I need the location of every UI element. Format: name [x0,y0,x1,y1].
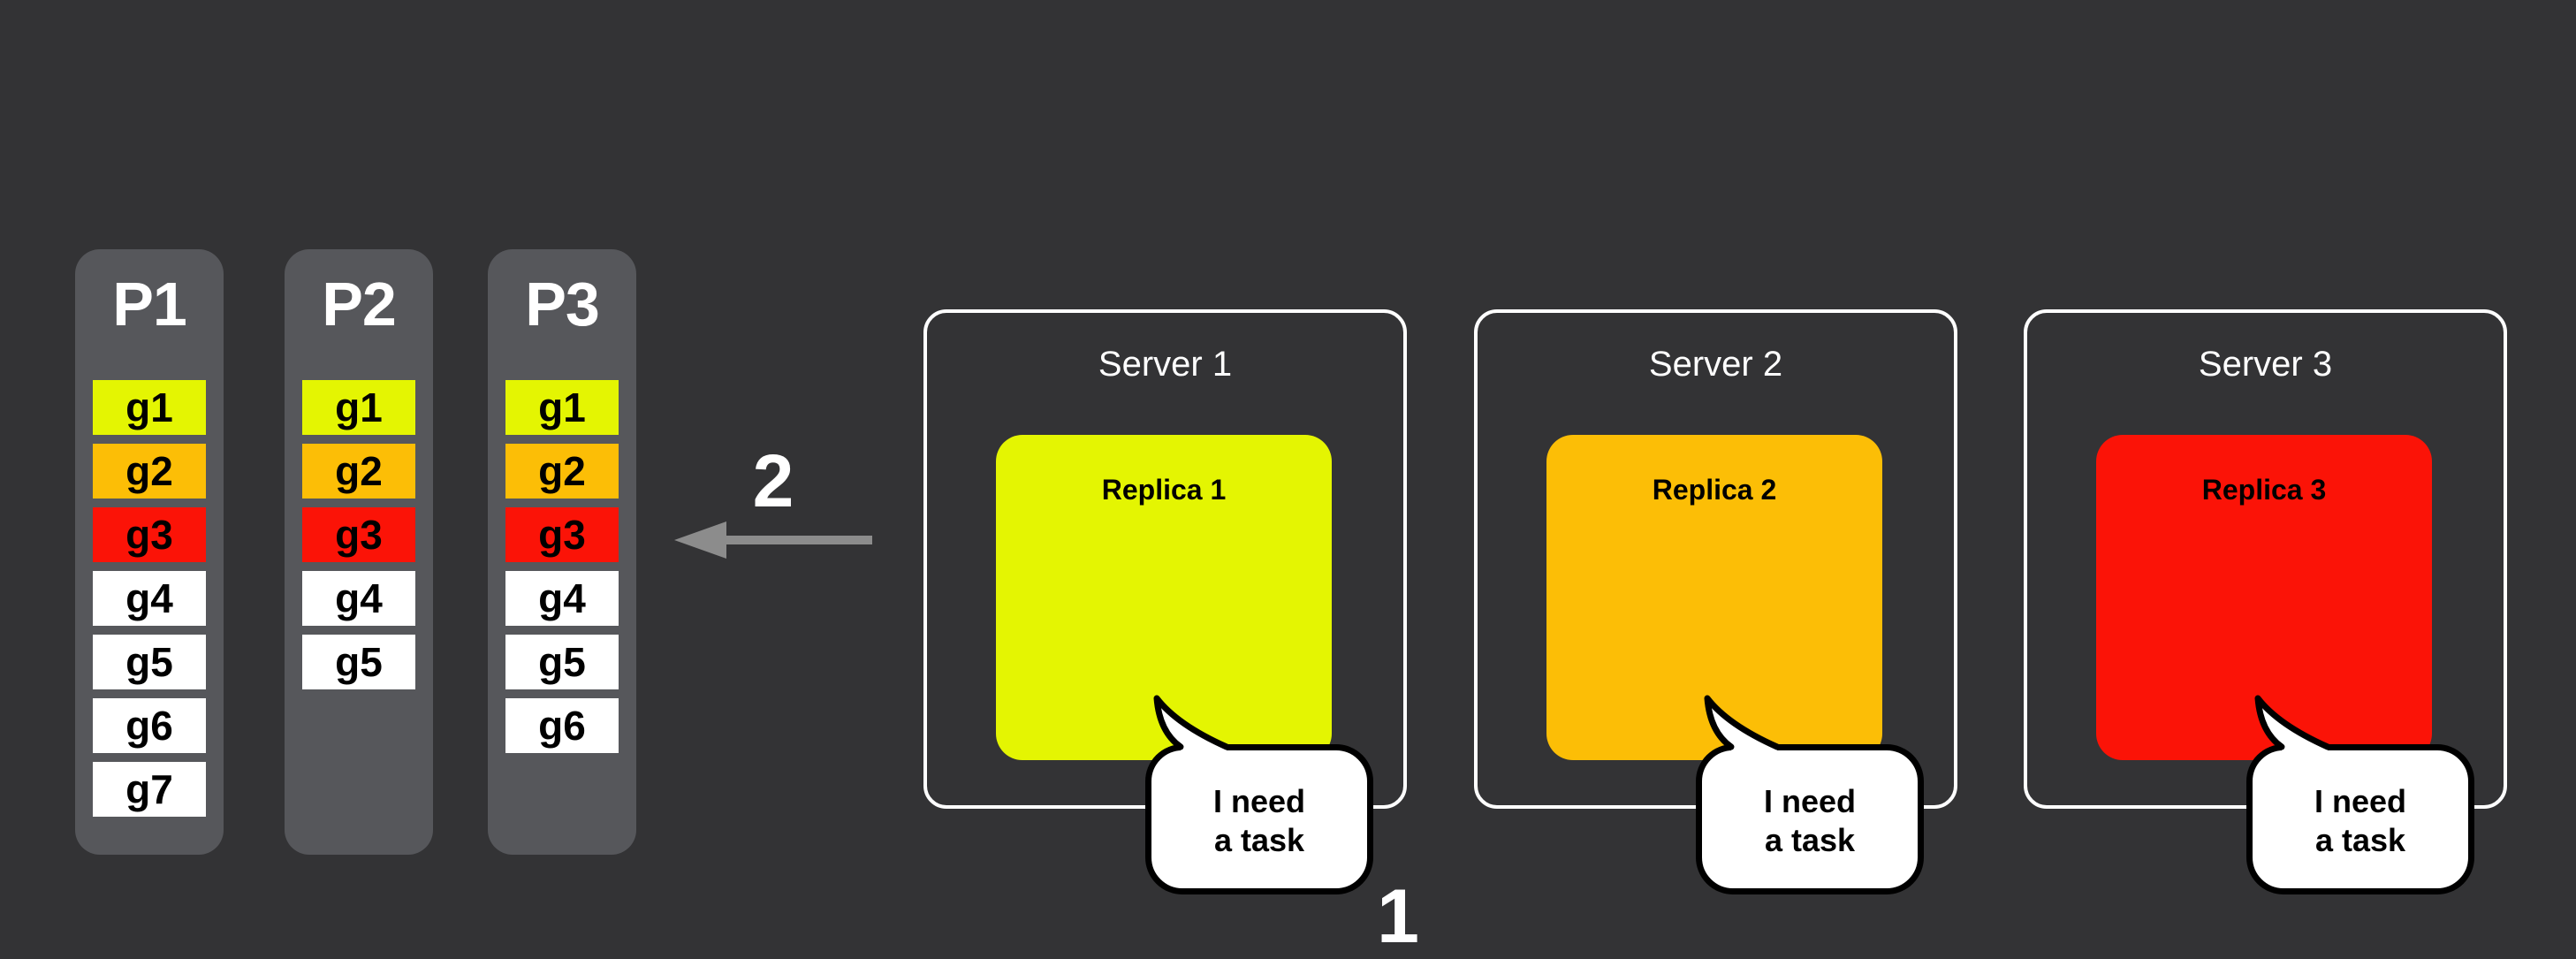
step-2-label: 2 [752,439,794,522]
task-cell: g1 [302,380,415,435]
task-cell: g3 [505,507,619,562]
partition-p1-tasks: g1 g2 g3 g4 g5 g6 g7 [93,380,206,826]
server-3-title: Server 3 [2198,345,2333,384]
task-cell: g2 [93,444,206,499]
task-cell: g6 [505,698,619,753]
speech-bubble-3: I need a task [2246,744,2474,894]
speech-bubble-3-text: I need a task [2314,783,2407,858]
task-cell: g3 [93,507,206,562]
task-cell: g4 [302,571,415,626]
partition-p2: P2 g1 g2 g3 g4 g5 [285,249,433,855]
replica-1-title: Replica 1 [1101,474,1227,506]
task-cell: g2 [505,444,619,499]
task-cell: g5 [93,635,206,689]
task-cell: g4 [505,571,619,626]
partition-p2-title: P2 [322,270,397,339]
replica-3-title: Replica 3 [2201,474,2327,506]
task-cell: g5 [505,635,619,689]
partition-p1-title: P1 [112,270,187,339]
partition-p1: P1 g1 g2 g3 g4 g5 g6 g7 [75,249,224,855]
task-cell: g2 [302,444,415,499]
speech-bubble-2-tail-icon [1704,695,1781,758]
partition-p3: P3 g1 g2 g3 g4 g5 g6 [488,249,636,855]
task-cell: g6 [93,698,206,753]
task-cell: g4 [93,571,206,626]
speech-bubble-1: I need a task [1145,744,1373,894]
left-arrow-icon [674,521,872,559]
speech-bubble-2: I need a task [1696,744,1924,894]
server-2-title: Server 2 [1648,345,1783,384]
server-1-title: Server 1 [1098,345,1233,384]
step-1-label: 1 [1377,874,1419,959]
task-cell: g1 [505,380,619,435]
task-cell: g3 [302,507,415,562]
partition-p3-tasks: g1 g2 g3 g4 g5 g6 [505,380,619,762]
replica-2-title: Replica 2 [1652,474,1777,506]
partition-p2-tasks: g1 g2 g3 g4 g5 [302,380,415,698]
partition-p3-title: P3 [525,270,600,339]
speech-bubble-3-tail-icon [2254,695,2331,758]
task-cell: g7 [93,762,206,817]
task-cell: g1 [93,380,206,435]
speech-bubble-1-text: I need a task [1212,783,1306,858]
speech-bubble-2-text: I need a task [1763,783,1857,858]
speech-bubble-1-tail-icon [1153,695,1230,758]
task-cell: g5 [302,635,415,689]
